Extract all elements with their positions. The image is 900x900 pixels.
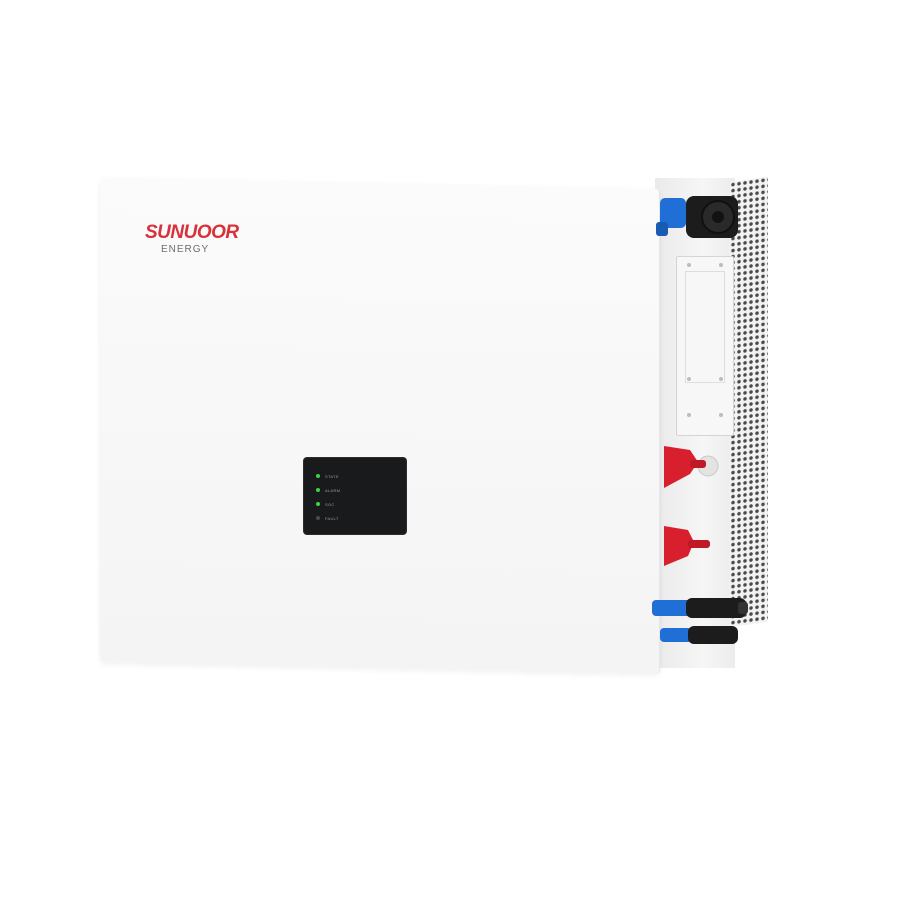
red-power-terminal-icon [664, 446, 719, 488]
screw-icon [687, 377, 691, 381]
black-round-connector-icon [686, 196, 738, 238]
led-indicator-panel: STATE ALARM SOC FAULT [304, 458, 406, 534]
screw-icon [687, 413, 691, 417]
led-label: FAULT [325, 515, 339, 521]
led-light-icon [316, 488, 320, 492]
led-row: SOC [316, 498, 335, 510]
screw-icon [719, 377, 723, 381]
brand-name: SUNUOOR [145, 222, 239, 243]
data-cable-connector-icon [652, 598, 748, 618]
led-light-icon [316, 502, 320, 506]
screw-icon [719, 413, 723, 417]
led-light-icon [316, 516, 320, 520]
led-label: ALARM [325, 487, 341, 493]
brand-logo: SUNUOOR ENERGY [145, 222, 245, 262]
led-row: ALARM [316, 484, 340, 496]
brand-subtitle: ENERGY [161, 244, 210, 255]
led-row: STATE [316, 470, 339, 482]
mounting-bracket [676, 256, 734, 436]
screw-icon [687, 263, 691, 267]
led-label: STATE [325, 473, 339, 479]
data-cable-connector-icon [660, 626, 738, 644]
led-light-icon [316, 474, 320, 478]
led-label: SOC [325, 501, 335, 507]
screw-icon [719, 263, 723, 267]
blue-comm-connector-icon [656, 198, 686, 236]
led-row: FAULT [316, 512, 339, 524]
red-power-terminal-icon [664, 526, 710, 566]
bracket-frame [685, 271, 725, 383]
